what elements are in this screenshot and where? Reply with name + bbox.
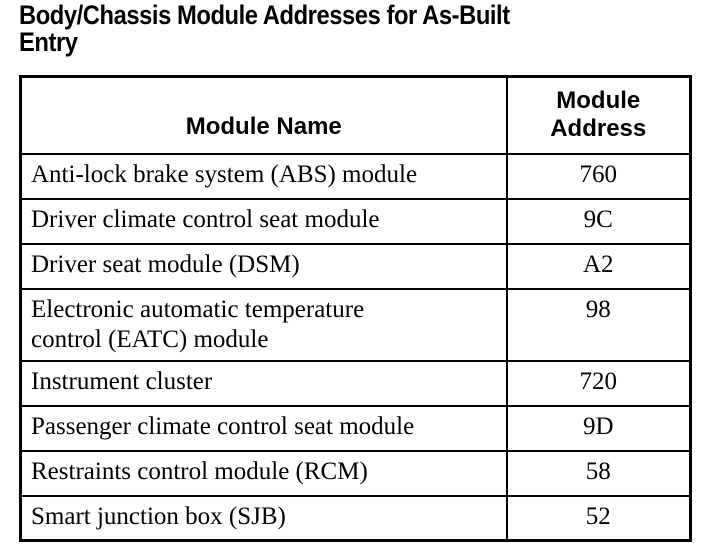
module-name-cell: Driver climate control seat module [19,197,508,245]
module-address-cell: 98 [505,287,692,362]
module-name-cell: Driver seat module (DSM) [19,242,508,290]
header-row: Module Name Module Address [19,75,692,155]
table-row: Instrument cluster 720 [19,359,692,407]
module-address-cell: 52 [505,494,692,542]
module-name-cell: Anti-lock brake system (ABS) module [19,152,508,200]
table-row: Anti-lock brake system (ABS) module 760 [19,152,692,200]
table-row: Smart junction box (SJB) 52 [19,494,692,542]
column-header-module-address: Module Address [505,75,692,155]
module-address-cell: 720 [505,359,692,407]
module-address-cell: 9D [505,404,692,452]
module-address-cell: 9C [505,197,692,245]
table-row: Driver seat module (DSM) A2 [19,242,692,290]
page-title: Body/Chassis Module Addresses for As-Bui… [19,2,510,56]
column-header-module-name: Module Name [19,75,508,155]
table-row: Passenger climate control seat module 9D [19,404,692,452]
module-name-cell: Smart junction box (SJB) [19,494,508,542]
page-title-line-2: Entry [19,27,78,57]
module-address-cell: 58 [505,449,692,497]
module-name-cell: Electronic automatic temperature control… [19,287,508,362]
module-name-cell: Restraints control module (RCM) [19,449,508,497]
table-row: Driver climate control seat module 9C [19,197,692,245]
table-row: Restraints control module (RCM) 58 [19,449,692,497]
module-table-header: Module Name Module Address [19,75,692,155]
module-name-cell: Instrument cluster [19,359,508,407]
module-address-cell: A2 [505,242,692,290]
module-table-body: Anti-lock brake system (ABS) module 760 … [19,152,692,542]
module-address-cell: 760 [505,152,692,200]
module-address-table: Module Name Module Address Anti-lock bra… [19,75,692,542]
table-row: Electronic automatic temperature control… [19,287,692,362]
module-name-cell: Passenger climate control seat module [19,404,508,452]
page-title-line-1: Body/Chassis Module Addresses for As-Bui… [19,0,510,30]
